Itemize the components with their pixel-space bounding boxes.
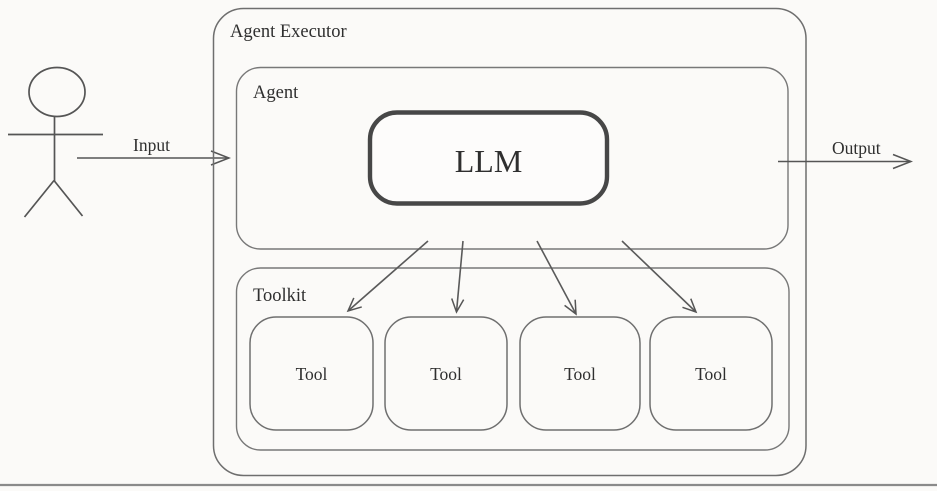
agent-executor-box: Agent Executor bbox=[212, 7, 807, 477]
tool-box-2: Tool bbox=[384, 316, 508, 431]
agent-executor-label: Agent Executor bbox=[230, 22, 347, 42]
agent-border bbox=[235, 66, 789, 250]
tool-box-4: Tool bbox=[649, 316, 773, 431]
agent-executor-border bbox=[212, 7, 807, 477]
llm-to-tool-4-arrow bbox=[621, 240, 698, 314]
llm-to-tool-arrows bbox=[346, 240, 698, 316]
user-stick-figure-icon bbox=[8, 66, 103, 218]
tool-4-border bbox=[649, 316, 773, 431]
llm-to-tool-3-arrow bbox=[536, 240, 577, 316]
tool-2-label: Tool bbox=[430, 364, 462, 384]
llm-to-tool-1-arrow bbox=[346, 240, 429, 313]
llm-to-tool-2-arrow bbox=[451, 240, 465, 314]
tool-2-border bbox=[384, 316, 508, 431]
output-arrow: Output bbox=[778, 138, 911, 162]
tool-1-label: Tool bbox=[296, 364, 328, 384]
agent-box: Agent bbox=[235, 66, 789, 250]
tool-3-label: Tool bbox=[564, 364, 596, 384]
toolkit-box: Toolkit bbox=[235, 267, 790, 451]
input-label: Input bbox=[133, 135, 170, 155]
tool-boxes: Tool Tool Tool Tool bbox=[249, 316, 773, 431]
llm-label: LLM bbox=[455, 143, 523, 179]
llm-box: LLM bbox=[367, 110, 610, 206]
stick-figure-head bbox=[28, 66, 86, 118]
toolkit-label: Toolkit bbox=[253, 286, 307, 306]
tool-1-border bbox=[249, 316, 374, 431]
toolkit-border bbox=[235, 267, 790, 451]
agent-label: Agent bbox=[253, 83, 299, 103]
stick-figure-right-leg bbox=[53, 179, 84, 217]
tool-4-label: Tool bbox=[695, 364, 727, 384]
output-label: Output bbox=[832, 138, 881, 158]
tool-box-3: Tool bbox=[519, 316, 641, 431]
tool-3-border bbox=[519, 316, 641, 431]
stick-figure-left-leg bbox=[23, 179, 55, 218]
input-arrow: Input bbox=[77, 135, 229, 158]
llm-border bbox=[367, 110, 610, 206]
tool-box-1: Tool bbox=[249, 316, 374, 431]
